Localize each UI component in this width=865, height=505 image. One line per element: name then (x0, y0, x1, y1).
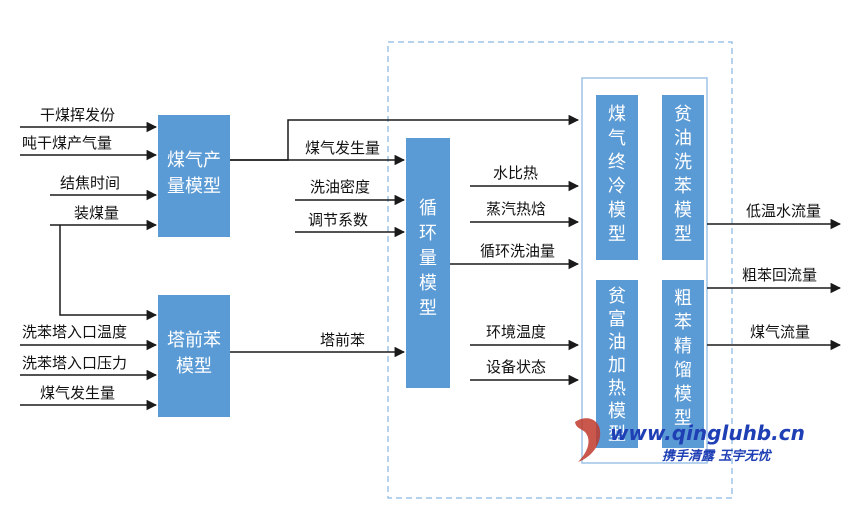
dashed-boundary (387, 41, 733, 499)
gas-final-cooling-label-line: 冷 (608, 176, 626, 197)
rich-oil-heating-label-line: 热 (608, 378, 626, 399)
lean-oil-washing-label-line: 苯 (674, 176, 692, 197)
watermark-url: www.qingluhb.cn (610, 421, 805, 445)
circulation-model (406, 138, 450, 388)
label-equip-status: 设备状态 (486, 358, 546, 376)
crude-benzene-distill-label-line: 模 (674, 384, 692, 405)
rich-oil-heating-label-line: 贫 (608, 286, 626, 307)
circulation-label-line: 环 (419, 223, 437, 244)
label-adjust-coef: 调节系数 (308, 211, 368, 229)
label-steam-enthalpy: 蒸汽热焓 (486, 200, 546, 218)
circulation-label-line: 循 (419, 198, 437, 219)
pre-tower-benzene-label-line: 模型 (176, 356, 212, 377)
label-inlet-pressure: 洗苯塔入口压力 (22, 354, 127, 372)
circulation-label-line: 量 (419, 248, 437, 269)
label-gas-generation: 煤气发生量 (305, 139, 380, 157)
watermark-logo-icon (575, 418, 601, 462)
coal-gas-production-model (158, 115, 230, 237)
label-ambient-temp: 环境温度 (486, 323, 546, 341)
label-dry-coal-volatile: 干煤挥发份 (40, 106, 115, 124)
lean-oil-washing-model (662, 95, 704, 260)
pre-tower-benzene-label-line: 塔前苯 (167, 330, 221, 351)
label-out-low-temp-water: 低温水流量 (746, 202, 821, 220)
label-gas-generation-left: 煤气发生量 (40, 384, 115, 402)
crude-benzene-distill-label-line: 粗 (674, 288, 692, 309)
label-circ-oil: 循环洗油量 (480, 242, 555, 260)
circulation-label-line: 模 (419, 273, 437, 294)
label-pre-tower-benzene: 塔前苯 (320, 331, 365, 349)
lean-oil-washing-label-line: 油 (674, 128, 692, 149)
crude-benzene-distill-label-line: 精 (674, 336, 692, 357)
label-oil-density: 洗油密度 (310, 178, 370, 196)
lean-oil-washing-label-line: 型 (674, 224, 692, 245)
coal-gas-production-label-line: 煤气产 (167, 150, 221, 171)
coal-gas-production-label-line: 量模型 (167, 176, 221, 197)
rich-oil-heating-label-line: 加 (608, 355, 626, 376)
pre-tower-benzene-model (158, 295, 230, 417)
rich-oil-heating-model (596, 280, 638, 448)
label-inlet-temp: 洗苯塔入口温度 (22, 323, 127, 341)
lean-oil-washing-label-line: 贫 (674, 104, 692, 125)
label-out-benzene-reflux: 粗苯回流量 (742, 266, 817, 284)
label-water-heat: 水比热 (493, 164, 538, 182)
rich-oil-heating-label-line: 富 (608, 309, 626, 330)
lean-oil-washing-label-line: 模 (674, 200, 692, 221)
gas-final-cooling-label-line: 终 (608, 152, 626, 173)
gas-final-cooling-label-line: 气 (608, 128, 626, 149)
arrow-gas-to-right (230, 114, 580, 161)
gas-final-cooling-label-line: 煤 (608, 104, 626, 125)
arrow-branch-coal-load (59, 225, 158, 321)
label-coking-time: 结焦时间 (60, 174, 120, 192)
crude-benzene-distill-label-line: 型 (674, 408, 692, 429)
circulation-label-line: 型 (419, 298, 437, 319)
crude-benzene-distill-model (662, 280, 704, 448)
gas-final-cooling-label-line: 模 (608, 200, 626, 221)
rich-oil-heating-label-line: 型 (608, 424, 626, 445)
gas-final-cooling-label-line: 型 (608, 224, 626, 245)
crude-benzene-distill-label-line: 馏 (674, 360, 692, 381)
watermark-slogan: 携手清露 玉宇无忧 (662, 448, 773, 464)
rich-oil-heating-label-line: 模 (608, 401, 626, 422)
rich-oil-heating-label-line: 油 (608, 332, 626, 353)
gas-final-cooling-model (596, 95, 638, 260)
lean-oil-washing-label-line: 洗 (674, 152, 692, 173)
crude-benzene-distill-label-line: 苯 (674, 312, 692, 333)
label-out-gas-flow: 煤气流量 (750, 323, 810, 341)
label-gas-per-ton: 吨干煤产气量 (22, 134, 112, 152)
label-coal-load: 装煤量 (74, 204, 119, 222)
